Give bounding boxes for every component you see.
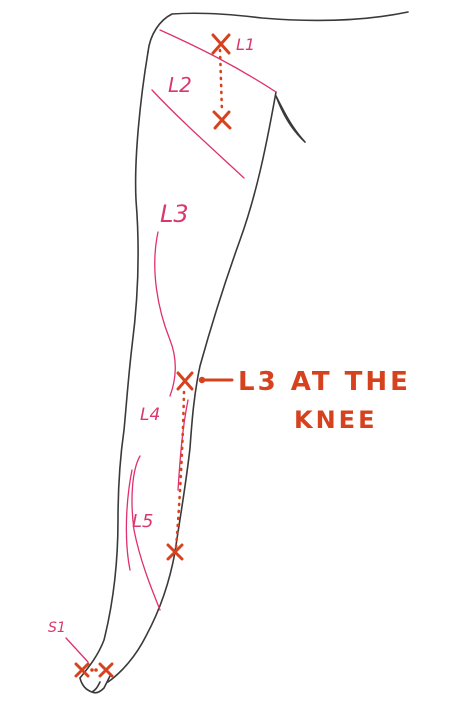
dermatome-boundaries <box>66 30 276 662</box>
label-l2: L2 <box>168 73 192 97</box>
knee-arrow-dot <box>199 377 205 383</box>
l5-medial-boundary <box>132 456 160 610</box>
hip-top-outline <box>148 12 408 52</box>
knee-to-ankle-dotted-track <box>176 392 184 548</box>
knee-marker <box>178 373 192 389</box>
label-l4: L4 <box>140 405 160 425</box>
label-l1: L1 <box>236 35 255 54</box>
toe-marker-2 <box>100 664 112 676</box>
label-s1: S1 <box>48 620 66 636</box>
s1-pointer-line <box>66 638 88 662</box>
toe-dot-2 <box>94 668 98 672</box>
leg-front-outline <box>80 52 148 678</box>
label-l3: L3 <box>160 200 189 228</box>
dermatome-labels: L1 L2 L3 L4 L5 S1 <box>48 35 255 636</box>
label-l5: L5 <box>132 511 153 532</box>
l2-l3-boundary <box>152 90 244 178</box>
annotation-line-2: KNEE <box>294 406 377 434</box>
buttock-outline <box>276 96 305 142</box>
l2-marker-bottom <box>214 112 230 128</box>
x-markers <box>76 35 232 676</box>
l3-l4-boundary <box>155 232 175 396</box>
annotation-line-1: L3 AT THE <box>238 367 411 397</box>
foot-outline <box>80 676 110 693</box>
marker-tracks <box>176 50 222 548</box>
leg-outline <box>80 12 408 693</box>
toe-dot-1 <box>90 668 94 672</box>
